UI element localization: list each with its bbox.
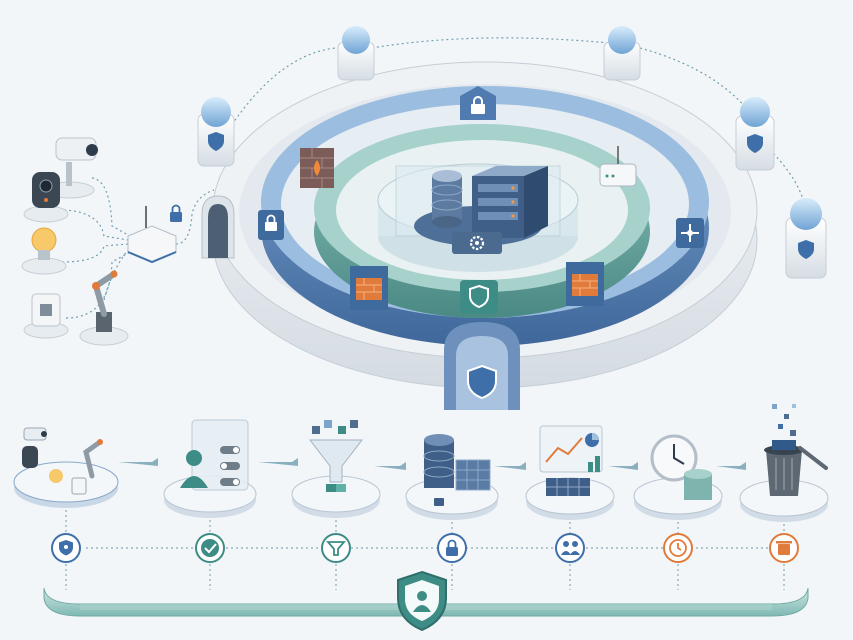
pipeline-stage-minimize xyxy=(291,420,381,518)
dome-sensor-shield-icon xyxy=(785,198,827,279)
dome-sensor-icon xyxy=(337,26,375,81)
smart-bulb-icon xyxy=(21,227,67,275)
firewall-badge-right xyxy=(566,262,604,306)
status-drops xyxy=(65,510,785,590)
shield-user-icon xyxy=(397,570,447,632)
pipeline-stage-analyze xyxy=(525,425,615,520)
database-icon xyxy=(431,170,463,228)
router-icon xyxy=(599,146,637,187)
firewall-badge-left xyxy=(350,266,388,310)
iot-devices-icon xyxy=(22,427,103,495)
server-rack-icon xyxy=(472,166,548,238)
shield-gate-icon xyxy=(444,322,520,410)
check-icon xyxy=(195,533,225,563)
trash-icon xyxy=(764,404,828,496)
robotic-arm-icon xyxy=(79,270,129,346)
smart-plug-icon xyxy=(23,293,69,339)
dome-sensor-icon xyxy=(603,26,641,81)
user-toggle-icon xyxy=(180,419,249,491)
clock-icon xyxy=(663,533,693,563)
shield-user-icon xyxy=(51,533,81,563)
perimeter-sensor-link xyxy=(215,37,807,211)
pipeline-stage-store xyxy=(405,434,499,520)
pipeline-stage-delete xyxy=(739,404,829,522)
pipeline-stage-collect xyxy=(13,427,119,508)
lock-badge-left xyxy=(258,210,284,240)
dome-sensor-shield-icon xyxy=(197,97,235,167)
analytics-icon xyxy=(539,425,603,496)
encrypted-database-icon xyxy=(423,434,491,506)
clock-icon xyxy=(650,434,712,500)
pipeline-stage-consent xyxy=(163,419,257,518)
lock-badge-top xyxy=(460,86,496,120)
firewall-badge-top-left xyxy=(300,148,334,188)
shield-badge-inner xyxy=(460,280,498,314)
side-gate xyxy=(201,195,235,259)
gear-icon xyxy=(452,232,502,254)
doorbell-camera-icon xyxy=(23,172,69,223)
lock-icon xyxy=(437,533,467,563)
network-badge-right xyxy=(676,218,704,248)
lock-icon xyxy=(170,204,182,222)
trash-icon xyxy=(769,533,799,563)
dome-sensor-shield-icon xyxy=(735,97,775,171)
pipeline-stage-retain xyxy=(633,434,723,520)
pipeline-flow xyxy=(118,458,746,470)
pipeline-arrows xyxy=(118,458,746,470)
funnel-icon xyxy=(308,420,364,492)
users-icon xyxy=(555,533,585,563)
iot-gateway-icon xyxy=(127,206,177,264)
filter-icon xyxy=(321,533,351,563)
